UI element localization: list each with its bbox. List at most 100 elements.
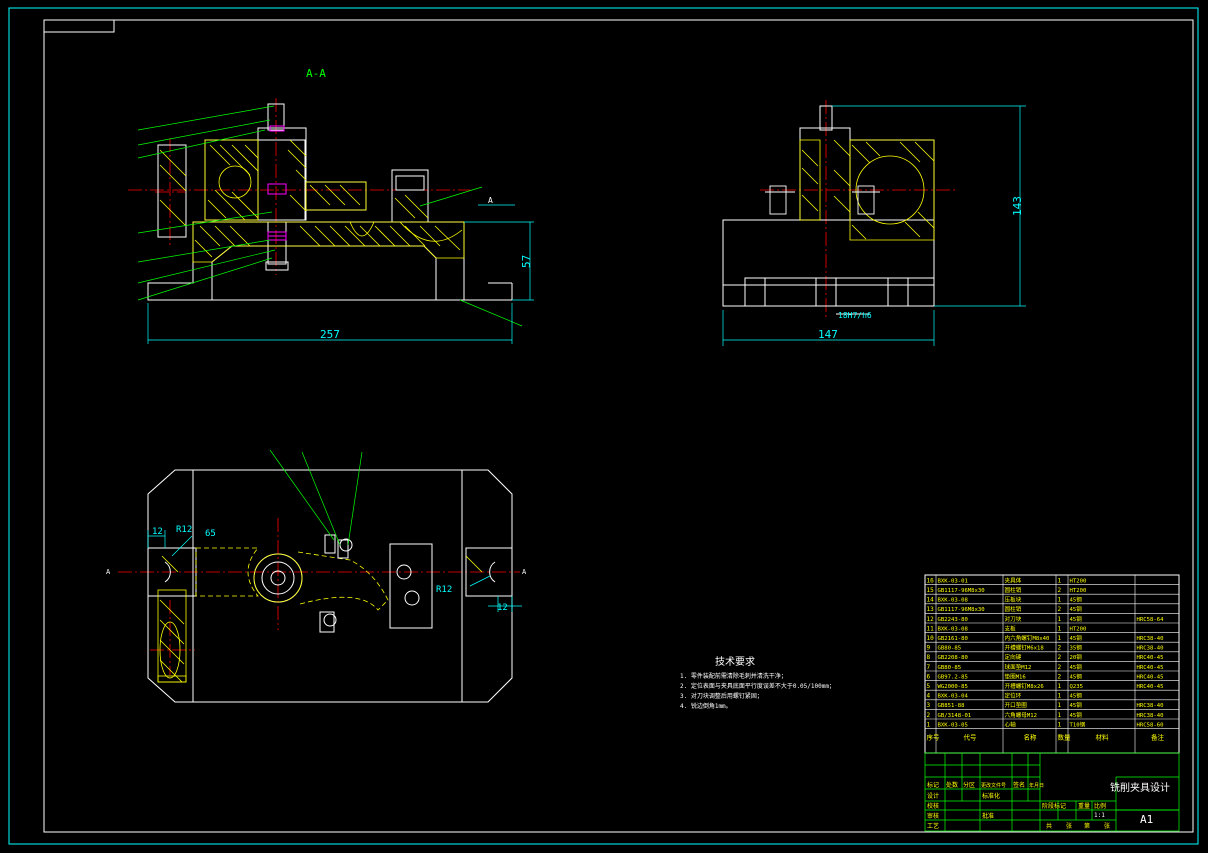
parts-cell-material: 35钢 <box>1070 644 1083 652</box>
parts-cell-code: GB/3148-01 <box>938 713 972 719</box>
parts-cell-qty: 1 <box>1058 721 1062 728</box>
parts-cell-code: GB80-85 <box>938 646 962 652</box>
parts-header-note: 备注 <box>1151 733 1165 742</box>
sheet-frame <box>8 7 1199 845</box>
parts-cell-note: HRC40-45 <box>1137 674 1164 680</box>
front-section-mark: A <box>488 196 493 205</box>
parts-cell-material: 45钢 <box>1070 596 1083 604</box>
sheet-label-no: 第 <box>1084 822 1090 830</box>
parts-cell-name: 定向键 <box>1005 653 1022 661</box>
tech-requirement-3: 3. 对刀块调整后用螺钉紧固； <box>680 692 763 700</box>
parts-cell-name: 定位环 <box>1005 692 1022 700</box>
parts-cell-material: 45钢 <box>1070 711 1083 719</box>
parts-cell-code: GB851-88 <box>938 703 966 709</box>
row-label-sign: 签名 <box>1013 781 1025 789</box>
parts-cell-code: BXK-03-08 <box>938 598 969 604</box>
parts-cell-qty: 1 <box>1058 635 1062 642</box>
parts-cell-name: 开槽螺钉M8x26 <box>1005 682 1044 690</box>
parts-cell-note: HRC38-40 <box>1137 636 1164 642</box>
parts-cell-name: 圆柱销 <box>1005 605 1022 613</box>
parts-cell-name: 对刀块 <box>1005 615 1022 623</box>
tech-requirements: 技术要求 1. 零件装配前需清除毛刺并清洗干净； 2. 定位表面与夹具底面平行度… <box>680 655 835 710</box>
parts-cell-code: GB1117-96M8x30 <box>938 607 985 613</box>
parts-cell-qty: 1 <box>1058 712 1062 719</box>
parts-cell-qty: 2 <box>1058 673 1062 680</box>
parts-cell-qty: 1 <box>1058 702 1062 709</box>
parts-cell-code: WG2000-85 <box>938 684 968 690</box>
side-height-dim: 143 <box>1011 196 1024 216</box>
parts-cell-name: 夹具体 <box>1005 576 1022 584</box>
parts-cell-name: 压板块 <box>1005 596 1022 604</box>
parts-cell-no: 15 <box>927 587 935 594</box>
parts-cell-name: 心轴 <box>1005 720 1017 728</box>
top-dim-left: 12 <box>152 527 163 537</box>
front-section-view: 257 57 A <box>128 98 534 344</box>
top-mark-left: A <box>106 568 111 576</box>
parts-cell-qty: 1 <box>1058 577 1062 584</box>
parts-cell-no: 9 <box>927 645 931 652</box>
parts-cell-code: BXK-03-01 <box>938 578 968 584</box>
sheet-label-sheet-b: 张 <box>1104 822 1110 830</box>
title-block-size: A1 <box>1140 813 1153 826</box>
parts-cell-note: HRC38-40 <box>1137 646 1164 652</box>
parts-cell-no: 3 <box>927 702 931 709</box>
row-label-mark: 标记 <box>927 781 939 789</box>
parts-cell-name: 内六角螺钉M8x40 <box>1005 634 1050 642</box>
title-block: 铣削夹具设计 A1 1:1 标记 处数 分区 更改文件号 签名 年月日 设计 校… <box>924 752 1180 832</box>
parts-cell-qty: 2 <box>1058 654 1062 661</box>
parts-cell-code: BXK-03-05 <box>938 722 968 728</box>
parts-cell-material: 45钢 <box>1070 663 1083 671</box>
title-block-scale: 1:1 <box>1094 812 1105 819</box>
parts-cell-name: 开槽螺钉M6x18 <box>1005 644 1045 652</box>
tech-requirement-1: 1. 零件装配前需清除毛刺并清洗干净； <box>680 672 787 680</box>
top-diam: 65 <box>205 529 216 539</box>
mid-label-standard: 标准化 <box>982 792 1000 800</box>
parts-cell-note: HRC58-64 <box>1137 617 1165 623</box>
parts-cell-note: HRC40-45 <box>1137 684 1164 690</box>
stage-label-scale: 比例 <box>1094 802 1106 810</box>
parts-header-code: 代号 <box>964 733 978 742</box>
left-label-design: 设计 <box>927 792 939 800</box>
parts-cell-material: 20钢 <box>1070 653 1083 661</box>
side-fit-dim: 18H7/h6 <box>838 311 872 320</box>
parts-cell-material: 45钢 <box>1070 701 1083 709</box>
side-view: 147 143 18H7/h6 <box>722 100 1026 346</box>
parts-cell-qty: 1 <box>1058 597 1062 604</box>
parts-cell-material: T10钢 <box>1070 720 1086 728</box>
parts-cell-code: GB2208-80 <box>938 655 968 661</box>
front-height-dim: 57 <box>520 255 533 268</box>
parts-cell-qty: 2 <box>1058 645 1062 652</box>
parts-cell-no: 8 <box>927 654 931 661</box>
parts-cell-material: 45钢 <box>1070 692 1083 700</box>
top-mark-right: A <box>522 568 527 576</box>
parts-cell-qty: 2 <box>1058 587 1062 594</box>
parts-cell-no: 16 <box>927 577 935 584</box>
parts-cell-note: HRC38-40 <box>1137 713 1164 719</box>
parts-cell-code: GB80-85 <box>938 665 962 671</box>
title-block-title: 铣削夹具设计 <box>1110 781 1170 794</box>
tech-requirement-4: 4. 锐边倒角1mm。 <box>680 702 732 710</box>
front-width-dim: 257 <box>320 328 340 341</box>
parts-cell-no: 14 <box>927 597 935 604</box>
mid-label-approve: 批准 <box>982 812 994 820</box>
parts-cell-material: 45钢 <box>1070 615 1083 623</box>
parts-header-qty: 数量 <box>1058 733 1072 742</box>
parts-cell-no: 10 <box>927 635 935 642</box>
parts-cell-material: 45钢 <box>1070 605 1083 613</box>
parts-cell-note: HRC40-45 <box>1137 655 1164 661</box>
stage-label-marker: 阶段标记 <box>1042 802 1066 810</box>
parts-header-name: 名称 <box>1024 733 1038 742</box>
parts-cell-no: 2 <box>927 712 931 719</box>
parts-cell-no: 5 <box>927 683 931 690</box>
parts-cell-no: 6 <box>927 673 931 680</box>
tech-requirements-title: 技术要求 <box>715 655 755 668</box>
left-label-process: 工艺 <box>927 822 939 830</box>
tech-requirement-2: 2. 定位表面与夹具底面平行度误差不大于0.05/100mm； <box>680 682 835 690</box>
parts-cell-note: HRC38-40 <box>1137 703 1164 709</box>
row-label-change: 更改文件号 <box>981 782 1006 789</box>
parts-cell-no: 1 <box>927 721 931 728</box>
top-view: 12 R12 65 R12 12 A A <box>106 449 527 703</box>
stage-label-weight: 重量 <box>1078 802 1090 810</box>
